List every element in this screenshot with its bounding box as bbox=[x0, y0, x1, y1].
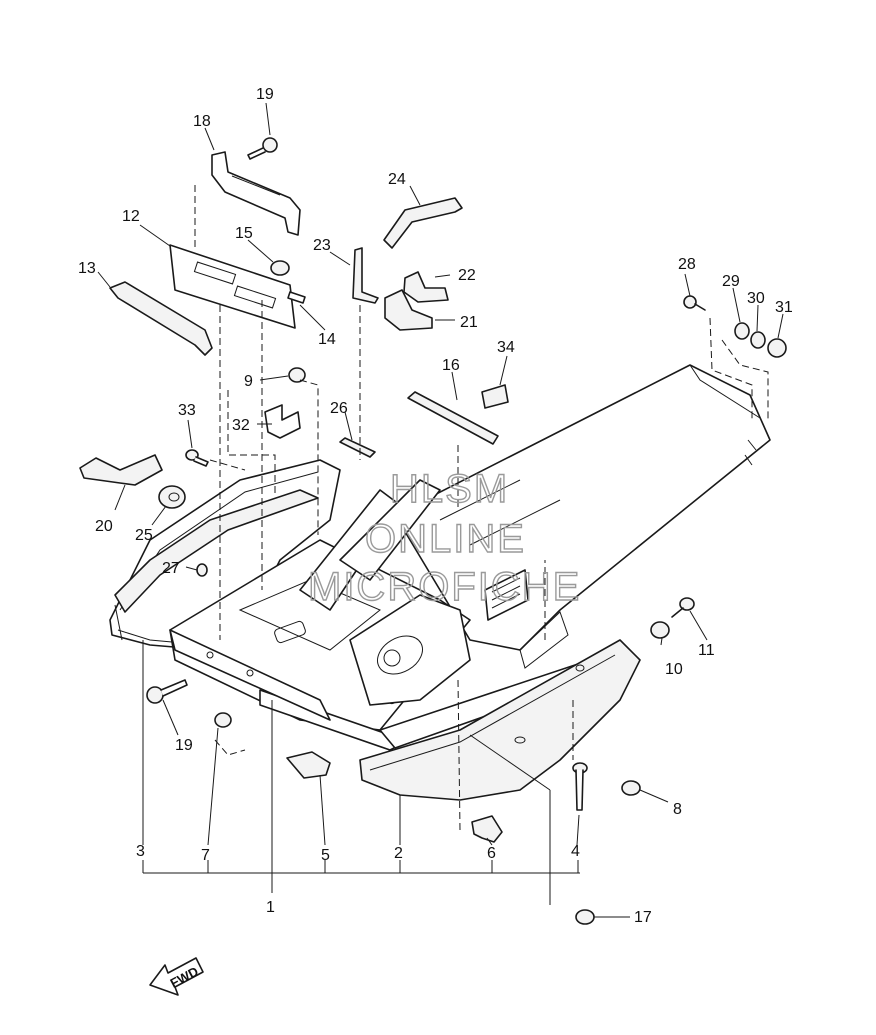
callout-31: 31 bbox=[775, 299, 793, 316]
callout-7: 7 bbox=[201, 847, 210, 864]
callout-33: 33 bbox=[178, 402, 196, 419]
washer-part-29 bbox=[734, 322, 750, 340]
callout-12: 12 bbox=[122, 208, 140, 225]
callout-30: 30 bbox=[747, 290, 765, 307]
side-cover-part bbox=[359, 639, 641, 801]
grommet-part-25 bbox=[158, 485, 186, 509]
watermark: HLSM ONLINE MICROFICHE bbox=[307, 466, 581, 609]
callout-5: 5 bbox=[321, 847, 330, 864]
callout-19-bottom: 19 bbox=[175, 737, 193, 754]
callout-16: 16 bbox=[442, 357, 460, 374]
screw-part-28 bbox=[683, 295, 706, 311]
callout-4: 4 bbox=[571, 843, 580, 860]
bracket-part-5 bbox=[286, 751, 331, 779]
screw-part-33 bbox=[185, 449, 209, 467]
callout-29: 29 bbox=[722, 273, 740, 290]
handle-part-13 bbox=[109, 281, 213, 356]
callout-19-top: 19 bbox=[256, 86, 274, 103]
callout-25: 25 bbox=[135, 527, 153, 544]
callout-14: 14 bbox=[318, 331, 336, 348]
callout-22: 22 bbox=[458, 267, 476, 284]
callout-26: 26 bbox=[330, 400, 348, 417]
pin-part-4 bbox=[572, 762, 588, 811]
callout-20: 20 bbox=[95, 518, 113, 535]
callout-1: 1 bbox=[266, 899, 275, 916]
callout-28: 28 bbox=[678, 256, 696, 273]
callout-18: 18 bbox=[193, 113, 211, 130]
block-part-22 bbox=[403, 271, 449, 303]
strip-part-16 bbox=[407, 391, 499, 445]
cowl-edge-part bbox=[114, 489, 319, 641]
plug-part-7 bbox=[214, 712, 232, 728]
bolt-part-19-top bbox=[247, 137, 278, 160]
callout-8: 8 bbox=[673, 801, 682, 818]
bolt-part-19-bottom bbox=[146, 679, 188, 704]
callout-labels: 19 18 24 12 15 23 22 13 28 29 30 31 21 1… bbox=[78, 86, 793, 926]
forward-arrow-icon: FWD bbox=[149, 957, 204, 996]
callout-3: 3 bbox=[136, 843, 145, 860]
callout-32: 32 bbox=[232, 417, 250, 434]
fwd-label: FWD bbox=[168, 964, 201, 991]
watermark-line-1: HLSM bbox=[390, 467, 509, 511]
callout-21: 21 bbox=[460, 314, 478, 331]
nut-part-9 bbox=[288, 367, 306, 383]
plate-part-12 bbox=[169, 244, 296, 329]
tag-part-14 bbox=[287, 291, 306, 304]
strip-part-26 bbox=[339, 437, 376, 458]
callout-11: 11 bbox=[698, 642, 715, 659]
callout-15: 15 bbox=[235, 225, 253, 242]
plug-part-17 bbox=[575, 909, 595, 925]
callout-34: 34 bbox=[497, 339, 515, 356]
plug-part-27 bbox=[196, 563, 208, 577]
callout-2: 2 bbox=[394, 845, 403, 862]
strip-part-23 bbox=[352, 247, 379, 304]
callout-9: 9 bbox=[244, 373, 253, 390]
watermark-line-2: ONLINE bbox=[365, 517, 526, 561]
callout-13: 13 bbox=[78, 260, 96, 277]
collar-part-10 bbox=[650, 621, 670, 639]
leader-lines bbox=[97, 102, 784, 918]
plug-part-8 bbox=[621, 780, 641, 796]
pad-part-20 bbox=[79, 454, 163, 486]
block-part-21 bbox=[384, 289, 433, 331]
bolt-part-11 bbox=[671, 597, 695, 618]
bracket-part-32 bbox=[264, 404, 301, 439]
watermark-line-3: MICROFICHE bbox=[308, 565, 581, 609]
handle-part-24 bbox=[383, 197, 463, 249]
callout-6: 6 bbox=[487, 845, 496, 862]
bracket-part-18 bbox=[211, 151, 301, 236]
callout-23: 23 bbox=[313, 237, 331, 254]
callout-27: 27 bbox=[162, 560, 180, 577]
decal-part-34 bbox=[481, 384, 509, 409]
nut-part-31 bbox=[767, 338, 787, 358]
washer-part-30 bbox=[750, 331, 766, 349]
callout-24: 24 bbox=[388, 171, 406, 188]
callout-17: 17 bbox=[634, 909, 652, 926]
clip-part-6 bbox=[471, 815, 503, 843]
callout-10: 10 bbox=[665, 661, 683, 678]
bushing-part-15 bbox=[270, 260, 290, 276]
